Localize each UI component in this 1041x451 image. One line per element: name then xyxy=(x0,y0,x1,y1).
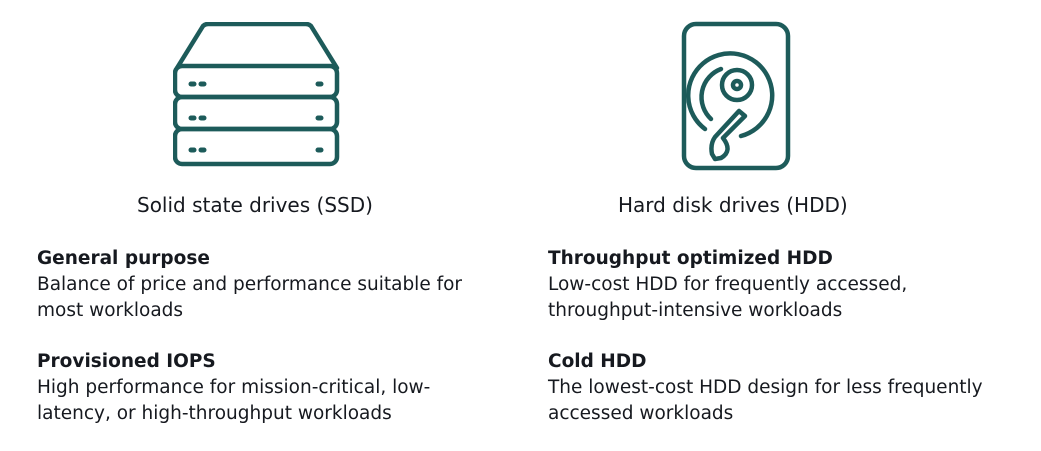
hdd-item-throughput-optimized: Throughput optimized HDD Low-cost HDD fo… xyxy=(548,246,1018,324)
ssd-column: Solid state drives (SSD) General purpose… xyxy=(37,0,517,451)
item-description-line: most workloads xyxy=(37,300,184,321)
ssd-heading: Solid state drives (SSD) xyxy=(137,193,373,217)
item-description-line: Balance of price and performance suitabl… xyxy=(37,274,463,295)
item-title: Throughput optimized HDD xyxy=(548,248,833,269)
item-description-line: accessed workloads xyxy=(548,403,734,424)
server-stack-icon xyxy=(173,22,340,167)
ssd-item-general-purpose: General purpose Balance of price and per… xyxy=(37,246,507,324)
item-description-line: The lowest-cost HDD design for less freq… xyxy=(548,377,983,398)
hdd-column: Hard disk drives (HDD) Throughput optimi… xyxy=(548,0,1028,451)
hard-disk-icon xyxy=(681,21,791,171)
hdd-heading: Hard disk drives (HDD) xyxy=(618,193,848,217)
item-description-line: Low-cost HDD for frequently accessed, xyxy=(548,274,908,295)
ssd-item-provisioned-iops: Provisioned IOPS High performance for mi… xyxy=(37,349,507,427)
item-description-line: High performance for mission-critical, l… xyxy=(37,377,431,398)
item-title: Provisioned IOPS xyxy=(37,351,216,372)
item-title: General purpose xyxy=(37,248,210,269)
item-title: Cold HDD xyxy=(548,351,647,372)
item-description-line: latency, or high-throughput workloads xyxy=(37,403,392,424)
hdd-item-cold-hdd: Cold HDD The lowest-cost HDD design for … xyxy=(548,349,1018,427)
item-description-line: throughput-intensive workloads xyxy=(548,300,843,321)
